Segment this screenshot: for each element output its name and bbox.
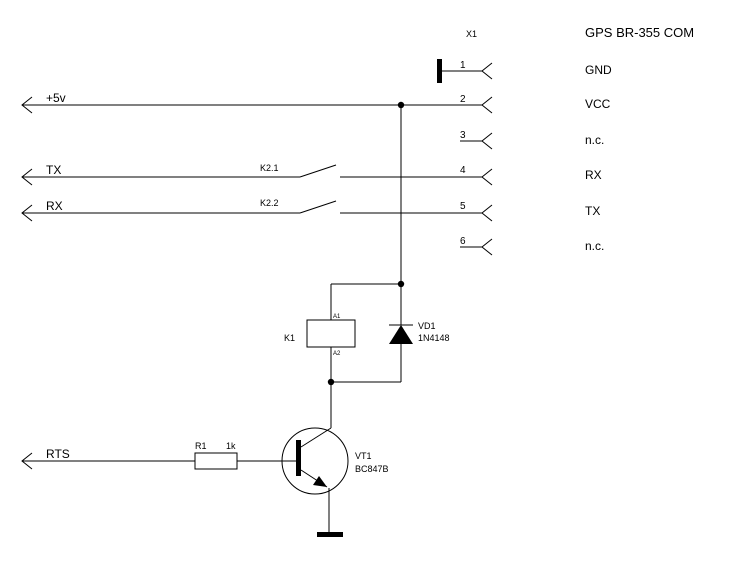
pin-number: 1	[460, 60, 466, 71]
pin-name: RX	[585, 168, 602, 182]
relay-contact-label-k2-2: K2.2	[260, 198, 279, 208]
diode-ref: VD1	[418, 321, 436, 331]
relay-contact-label-k2-1: K2.1	[260, 163, 279, 173]
net-label-rx: RX	[46, 199, 63, 213]
net-rx: RX K2.2	[21, 198, 482, 222]
transistor-ref: VT1	[355, 451, 372, 461]
diode-vd1: VD1 1N4148	[327, 284, 450, 386]
relay-contact-k2-2	[299, 200, 337, 214]
pin-number: 4	[460, 165, 466, 176]
net-label-vcc: +5v	[46, 91, 66, 105]
pin-number: 2	[460, 94, 466, 105]
resistor-r1	[194, 452, 238, 470]
diode-triangle	[389, 325, 413, 344]
resistor-ref: R1	[195, 441, 207, 451]
relay-label: K1	[284, 333, 295, 343]
diode-value: 1N4148	[418, 333, 450, 343]
resistor-value: 1k	[226, 441, 236, 451]
pin-name: n.c.	[585, 239, 604, 253]
pin-name: GND	[585, 63, 612, 77]
pin-number: 6	[460, 236, 466, 247]
net-vcc: +5v	[21, 91, 482, 284]
pin-number: 3	[460, 130, 466, 141]
net-tx: TX K2.1	[21, 163, 482, 186]
transistor-base-bar	[296, 440, 301, 476]
relay-k1: K1 A1 A2	[284, 280, 405, 382]
relay-contact-k2-1	[299, 164, 337, 178]
transistor-emitter-arrow	[313, 476, 327, 487]
connector-pin-2: 2 VCC	[460, 94, 611, 114]
pin-number: 5	[460, 201, 466, 212]
net-label-rts: RTS	[46, 447, 70, 461]
connector-pin-6: 6 n.c.	[460, 236, 604, 256]
net-rts: RTS R1 1k	[21, 441, 296, 470]
transistor-vt1: VT1 BC847B	[281, 382, 389, 537]
pin-name: n.c.	[585, 133, 604, 147]
connector-ref-label: X1	[466, 29, 477, 39]
net-label-tx: TX	[46, 163, 61, 177]
connector-pin-1: 1 GND	[437, 59, 612, 83]
ground-bar-pin-1	[437, 59, 442, 83]
pin-name: TX	[585, 204, 600, 218]
pin-name: VCC	[585, 97, 611, 111]
connector-pin-5: 5 TX	[460, 201, 600, 222]
relay-pin-a2: A2	[333, 351, 341, 357]
connector-pin-4: 4 RX	[460, 165, 602, 186]
transistor-value: BC847B	[355, 464, 389, 474]
relay-coil	[306, 319, 356, 348]
relay-pin-a1: A1	[333, 314, 341, 320]
ground-bar	[317, 532, 343, 537]
connector-pin-3: 3 n.c.	[460, 130, 604, 150]
connector-title: GPS BR-355 COM	[585, 25, 694, 40]
